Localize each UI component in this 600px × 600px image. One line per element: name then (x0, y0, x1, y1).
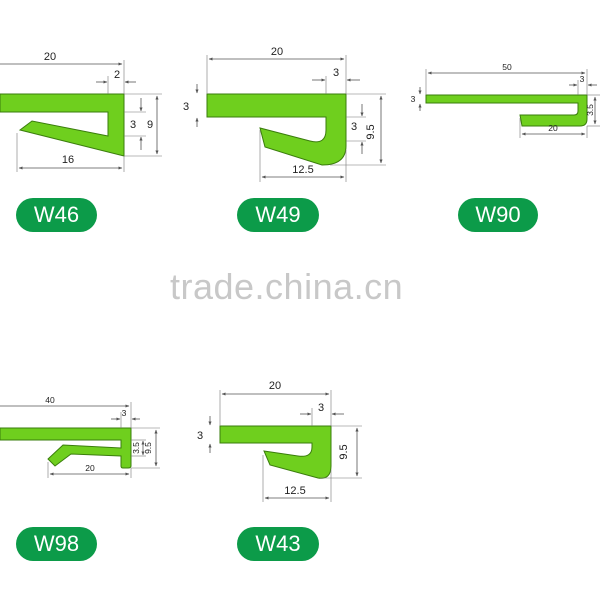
profile-w46: 20 2 3 9 16 (0, 51, 162, 172)
w46-dim-height-text: 9 (147, 119, 153, 131)
w46-dim-lip-text: 16 (62, 154, 74, 166)
profile-w43: 20 3 3 9.5 12.5 (197, 380, 362, 502)
profile-w90: 50 3 3 3.5 20 (411, 62, 600, 138)
w43-shape (219, 425, 332, 479)
w43-dim-lip-text: 12.5 (284, 485, 305, 497)
profile-w49: 20 3 3 3 9.5 12.5 (183, 46, 386, 182)
badge-w98: W98 (16, 527, 97, 561)
w43-dim-lthk-text: 3 (197, 430, 203, 442)
w49-dim-gap-text: 3 (351, 121, 357, 133)
w49-shape (206, 93, 347, 166)
w98-dim-lip-text: 20 (85, 463, 95, 473)
w43-dim-length-text: 20 (269, 380, 281, 392)
w46-dim-length-text: 20 (44, 51, 56, 63)
w90-shape (425, 94, 588, 127)
badge-w43: W43 (237, 527, 319, 561)
w90-dim-length-text: 50 (502, 62, 512, 72)
w49-dim-lip-text: 12.5 (292, 164, 313, 176)
w98-dim-length-text: 40 (45, 395, 55, 405)
w49-dim-height-text: 9.5 (365, 124, 377, 139)
w90-dim-height-text: 3.5 (585, 104, 595, 116)
w98-dim-gap-text: 3.5 (131, 442, 141, 454)
w46-dim-gap-text: 3 (130, 119, 136, 131)
w43-dim-height-text: 9.5 (338, 444, 350, 459)
w49-dim-length-text: 20 (271, 46, 283, 58)
w90-dim-lip-text: 20 (548, 123, 558, 133)
badge-w90: W90 (458, 198, 538, 232)
w43-dim-thk-text: 3 (318, 402, 324, 414)
w98-dim-height-text: 9.5 (143, 442, 153, 454)
profile-w98: 40 3 3.5 9.5 20 (0, 395, 160, 478)
w98-dim-thk-text: 3 (122, 408, 127, 418)
watermark: trade.china.cn (170, 266, 404, 307)
w49-dim-thk-text: 3 (333, 67, 339, 79)
w46-dim-thk-text: 2 (114, 69, 120, 81)
badge-w49: W49 (237, 198, 319, 232)
w90-dim-thk-text: 3 (580, 74, 585, 84)
w98-shape (0, 427, 132, 469)
w49-dim-lthk-text: 3 (183, 101, 189, 113)
w90-dim-lthk-text: 3 (411, 94, 416, 104)
badge-w46: W46 (16, 198, 97, 232)
w46-shape (0, 93, 125, 157)
